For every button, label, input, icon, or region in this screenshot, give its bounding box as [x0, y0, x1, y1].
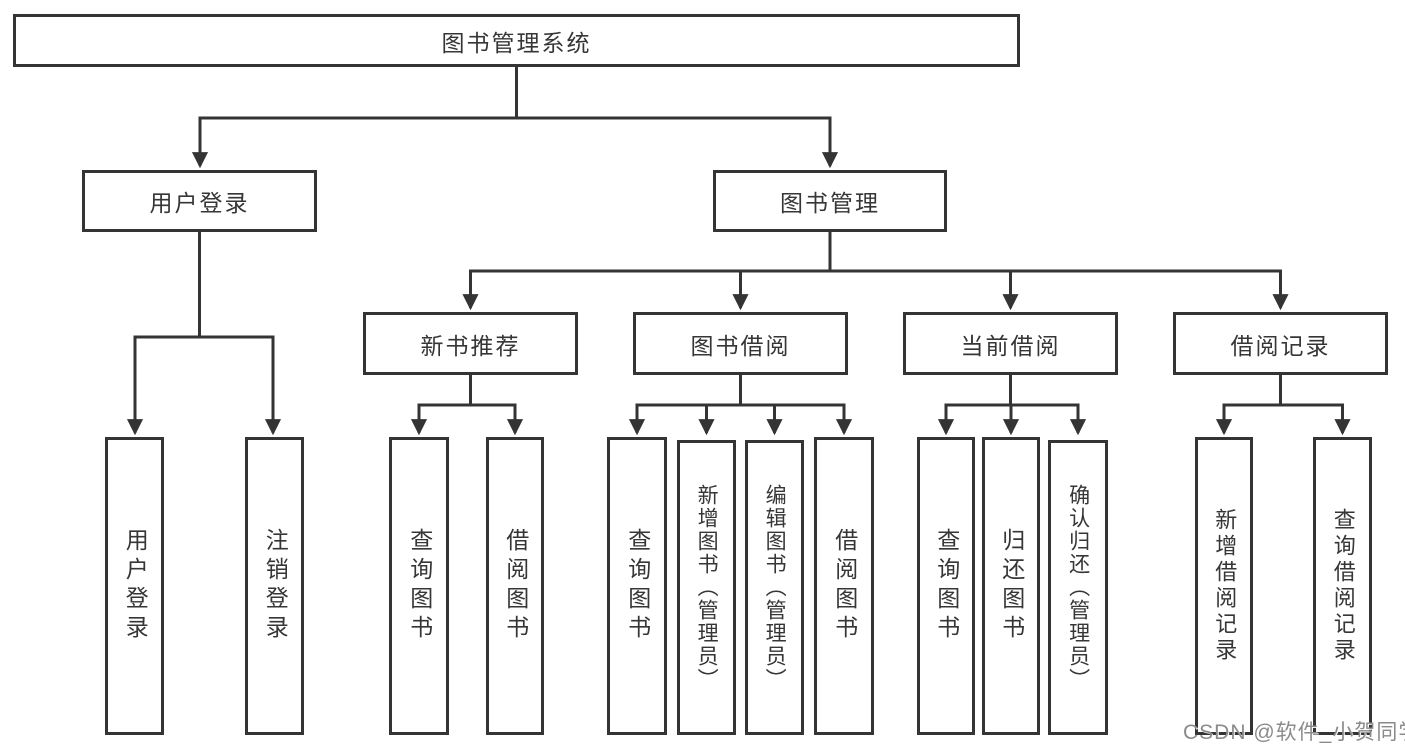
node-current-query-books: 查询图书	[917, 437, 975, 735]
node-return-books: 归还图书	[982, 437, 1040, 735]
node-recommend-borrow-books-label: 借阅图书	[502, 528, 529, 644]
connector-recommend-split	[417, 373, 517, 407]
connector-book-split	[469, 230, 1282, 273]
node-query-borrow-record-label: 查询借阅记录	[1330, 508, 1356, 664]
node-recommend-query-books-label: 查询图书	[406, 528, 433, 644]
node-add-borrow-record: 新增借阅记录	[1195, 437, 1253, 735]
node-borrowing-query-books-label: 查询图书	[624, 528, 651, 644]
node-library-system: 图书管理系统	[13, 14, 1020, 67]
node-borrowing-records: 借阅记录	[1173, 312, 1388, 375]
connector-records-split	[1222, 373, 1344, 407]
node-user-login-leaf: 用户登录	[105, 437, 164, 735]
node-edit-books-admin-label: 编辑图书（管理员）	[763, 484, 787, 691]
node-add-books-admin-label: 新增图书（管理员）	[695, 484, 719, 691]
node-user-login-branch-label: 用户登录	[149, 190, 250, 216]
node-borrow-books-leaf-label: 借阅图书	[831, 528, 858, 644]
node-confirm-return-admin: 确认归还（管理员）	[1048, 440, 1108, 735]
connector-current-split	[944, 373, 1080, 407]
node-new-book-recommendation: 新书推荐	[363, 312, 578, 375]
node-user-login-branch: 用户登录	[82, 170, 317, 232]
node-user-login-leaf-label: 用户登录	[122, 528, 149, 644]
node-add-borrow-record-label: 新增借阅记录	[1212, 508, 1238, 664]
node-logout-leaf: 注销登录	[245, 437, 304, 735]
node-borrowing-query-books: 查询图书	[607, 437, 667, 735]
connector-borrowing-split	[635, 373, 846, 407]
node-book-borrowing: 图书借阅	[633, 312, 848, 375]
node-edit-books-admin: 编辑图书（管理员）	[745, 440, 804, 735]
node-recommend-borrow-books: 借阅图书	[486, 437, 544, 735]
node-confirm-return-admin-label: 确认归还（管理员）	[1066, 484, 1090, 691]
node-new-book-recommendation-label: 新书推荐	[420, 332, 521, 359]
node-book-management-label: 图书管理	[780, 190, 880, 216]
node-recommend-query-books: 查询图书	[389, 437, 449, 735]
node-borrowing-records-label: 借阅记录	[1230, 332, 1331, 359]
node-current-query-books-label: 查询图书	[933, 528, 960, 644]
connector-user-split	[133, 230, 275, 339]
node-logout-leaf-label: 注销登录	[262, 528, 289, 644]
node-current-borrowing-label: 当前借阅	[960, 332, 1061, 359]
node-borrow-books-leaf: 借阅图书	[814, 437, 874, 735]
node-current-borrowing: 当前借阅	[903, 312, 1118, 375]
csdn-watermark: CSDN @软件_小贺同学	[1183, 721, 1405, 744]
node-query-borrow-record: 查询借阅记录	[1313, 437, 1372, 735]
node-library-system-label: 图书管理系统	[441, 29, 592, 56]
node-book-management: 图书管理	[713, 170, 947, 232]
node-book-borrowing-label: 图书借阅	[690, 332, 791, 359]
node-add-books-admin: 新增图书（管理员）	[677, 440, 736, 735]
connector-root-split	[198, 65, 832, 120]
node-return-books-label: 归还图书	[998, 528, 1025, 644]
